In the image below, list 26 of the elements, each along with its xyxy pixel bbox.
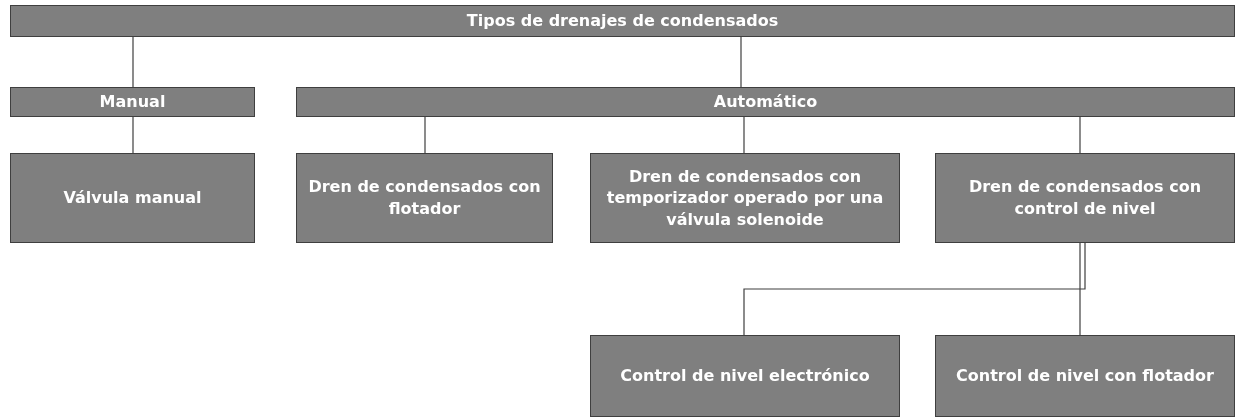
category-box — [590, 335, 900, 417]
box-label: Automático — [712, 91, 819, 113]
connector-line — [743, 242, 1086, 336]
connector-line — [132, 116, 134, 154]
box-label: Dren de condensados con control de nivel — [967, 176, 1203, 220]
box-label: Dren de condensados con temporizador operado por una válvula solenoide — [605, 165, 885, 231]
connector-line — [1079, 242, 1081, 336]
connector-line — [132, 36, 134, 88]
connector-line — [1079, 116, 1081, 154]
category-box — [935, 335, 1235, 417]
connector-line — [424, 116, 426, 154]
box-label: Control de nivel electrónico — [619, 365, 871, 387]
category-box — [10, 5, 1235, 37]
connector-line — [740, 36, 742, 88]
box-label: Manual — [98, 91, 167, 113]
box-label: Válvula manual — [62, 187, 203, 209]
category-box — [296, 87, 1235, 117]
category-box — [296, 153, 553, 243]
category-box — [10, 87, 255, 117]
connector-line — [743, 116, 745, 154]
box-label: Tipos de drenajes de condensados — [465, 10, 780, 32]
box-label: Control de nivel con flotador — [955, 365, 1215, 387]
category-box — [935, 153, 1235, 243]
category-box — [590, 153, 900, 243]
box-label: Dren de condensados con flotador — [307, 176, 542, 220]
category-box — [10, 153, 255, 243]
